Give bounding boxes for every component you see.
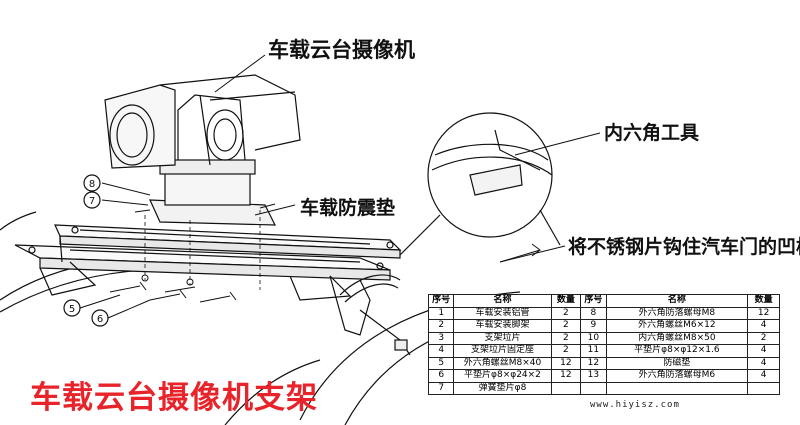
- detail-magnifier: [399, 112, 561, 256]
- table-cell: 内六角螺丝M8×50: [605, 331, 749, 345]
- table-cell: 4: [747, 356, 780, 370]
- table-cell: 2: [550, 344, 582, 358]
- table-cell: 外六角防落螺母M6: [605, 369, 749, 383]
- mount-legs: [39, 235, 371, 336]
- table-cell: 支架垃片固定座: [453, 344, 552, 358]
- table-cell: 外六角螺丝M6×12: [605, 319, 749, 333]
- table-cell: 4: [747, 344, 780, 358]
- hook-detail: [339, 274, 411, 356]
- table-cell: [747, 381, 780, 395]
- table-cell: 12: [550, 356, 582, 370]
- table-cell: 12: [580, 356, 607, 370]
- table-cell: 6: [427, 369, 455, 383]
- table-cell: 4: [747, 319, 780, 333]
- table-cell: 车载安装铝管: [453, 306, 552, 320]
- header-index: 序号: [427, 294, 455, 308]
- table-cell: 13: [580, 369, 607, 383]
- table-cell: 2: [427, 319, 455, 333]
- table-cell: 2: [550, 319, 582, 333]
- table-cell: 2: [550, 331, 582, 345]
- table-cell: 弹簧垫片φ8: [453, 381, 552, 395]
- hex-tool-label: 内六角工具: [604, 122, 700, 144]
- table-cell: 12: [550, 369, 582, 383]
- table-cell: 11: [580, 344, 607, 358]
- table-cell: 9: [580, 319, 607, 333]
- callout-bubble-5: [63, 299, 81, 317]
- table-cell: 4: [747, 369, 780, 383]
- table-cell: 10: [580, 331, 607, 345]
- header-qty: 数量: [550, 294, 582, 308]
- table-cell: 7: [427, 381, 455, 395]
- diagram-title: 车载云台摄像机支架: [30, 380, 318, 416]
- hook-note-label: 将不锈钢片钩住汽车门的凹槽: [568, 236, 800, 258]
- shock-pad-label: 车载防震垫: [300, 197, 396, 219]
- header-name: 名称: [453, 294, 552, 308]
- header-qty: 数量: [747, 294, 780, 308]
- table-cell: 2: [747, 331, 780, 345]
- table-cell: 5: [427, 356, 455, 370]
- watermark: www.hiyisz.com: [590, 400, 680, 410]
- mounting-rails: [14, 224, 402, 281]
- table-cell: 车载安装脚架: [453, 319, 552, 333]
- callout-number-6: 6: [97, 314, 103, 325]
- header-name: 名称: [605, 294, 749, 308]
- table-cell: 平垫片φ8×φ12×1.6: [605, 344, 749, 358]
- callout-bubble-6: [91, 309, 109, 327]
- camera-label: 车载云台摄像机: [268, 38, 415, 62]
- table-cell: 平垫片φ8×φ24×2: [453, 369, 552, 383]
- header-index: 序号: [580, 294, 607, 308]
- table-cell: 3: [427, 331, 455, 345]
- table-cell: [580, 381, 607, 395]
- table-cell: 1: [427, 306, 455, 320]
- assembly-guides: [144, 210, 261, 290]
- table-cell: 外六角螺丝M8×40: [453, 356, 552, 370]
- table-cell: 4: [427, 344, 455, 358]
- table-header-row: 序号 名称 数量 序号 名称 数量: [427, 294, 780, 308]
- table-cell: 外六角防落螺母M8: [605, 306, 749, 320]
- table-cell: [605, 381, 749, 395]
- table-cell: 8: [580, 306, 607, 320]
- callout-number-7: 7: [89, 196, 95, 207]
- camera-body: [104, 74, 301, 226]
- table-cell: 防磁垫: [605, 356, 749, 370]
- callout-number-5: 5: [69, 304, 75, 315]
- leader-lines: [79, 54, 601, 319]
- table-cell: 支架垃片: [453, 331, 552, 345]
- table-cell: 2: [550, 306, 582, 320]
- table-cell: 12: [747, 306, 780, 320]
- callout-bubble-8: [83, 174, 101, 192]
- table-cell: [550, 381, 582, 395]
- callout-number-8: 8: [89, 179, 95, 190]
- callout-bubble-7: [83, 191, 101, 209]
- bolts: [109, 203, 276, 303]
